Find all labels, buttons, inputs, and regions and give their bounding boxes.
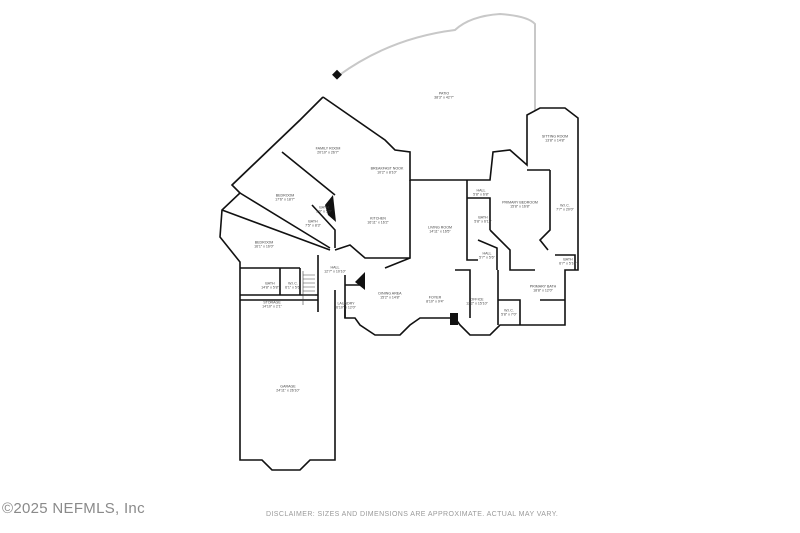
room-name: BATH <box>265 281 275 286</box>
room-name: BEDROOM <box>254 240 274 245</box>
room-dims: 14'8" x 5'8" <box>261 286 279 290</box>
room-name: W.I.C. <box>288 281 298 286</box>
column <box>355 272 365 290</box>
room-name: SITTING ROOM <box>541 134 569 139</box>
exterior-wall <box>219 96 336 471</box>
room-name: W.I.C. <box>560 203 570 208</box>
column <box>450 313 458 325</box>
room-dims: 6'10" x 12'0" <box>336 306 356 310</box>
room-dims: 15'2" x 14'8" <box>380 296 400 300</box>
room-name: DINING AREA <box>378 291 402 296</box>
room-name: HALL <box>482 251 492 256</box>
room-label-wic-2: W.I.C.7'7" x 20'0" <box>556 204 574 213</box>
room-name: KITCHEN <box>370 216 386 221</box>
patio-outline <box>337 12 536 110</box>
disclaimer-text: DISCLAIMER: SIZES AND DIMENSIONS ARE APP… <box>266 511 559 518</box>
room-name: BATH <box>563 257 573 262</box>
room-dims: 5'8" x 6'8" <box>473 193 489 197</box>
room-dims: 15'8" x 16'8" <box>510 205 530 209</box>
room-name: FOYER <box>428 295 442 300</box>
room-name: W.I.C. <box>504 308 514 313</box>
room-name: PATIO <box>438 91 450 96</box>
room-name: OFFICE <box>470 297 484 302</box>
room-name: FAMILY ROOM <box>315 146 341 151</box>
room-name: GARAGE <box>280 384 296 389</box>
room-dims: 7'5" x 8'3" <box>305 224 321 228</box>
room-name: BATH <box>319 205 329 210</box>
room-dims: 6'7" x 5'10" <box>559 262 577 266</box>
room-dims: 16'1" x 16'0" <box>254 245 274 249</box>
room-name: HALL <box>330 265 340 270</box>
room-dims: 14'10" x 2'1" <box>262 305 282 309</box>
room-dims: 12'2" x 15'10" <box>466 302 488 306</box>
interior-wall <box>221 151 336 251</box>
room-dims: 5'0" x 5'0" <box>316 210 332 214</box>
interior-wall <box>334 180 411 318</box>
room-name: LIVING ROOM <box>428 225 452 230</box>
room-label-wic-3: W.I.C.5'8" x 7'0" <box>501 309 517 318</box>
column <box>332 69 342 80</box>
room-name: PRIMARY BEDROOM <box>502 200 538 205</box>
room-dims: 20'10" x 26'7" <box>317 151 339 155</box>
stairs <box>302 271 315 305</box>
room-dims: 5'8" x 7'0" <box>501 313 517 317</box>
room-name: BATH <box>308 219 318 224</box>
room-dims: 5'8" x 6'11" <box>474 220 492 224</box>
room-dims: 6'1" x 5'6" <box>285 286 301 290</box>
room-name: BEDROOM <box>275 193 295 198</box>
room-dims: 12'7" x 10'10" <box>324 270 346 274</box>
room-dims: 14'11" x 16'5" <box>429 230 451 234</box>
room-label-wic-1: W.I.C.6'1" x 5'6" <box>285 282 301 291</box>
room-dims: 17'6" x 18'7" <box>275 198 295 202</box>
room-dims: 18'8" x 12'0" <box>533 289 553 293</box>
room-name: BREAKFAST NOOK <box>370 166 404 171</box>
room-dims: 8'10" x 9'4" <box>426 300 444 304</box>
room-dims: 24'11" x 26'10" <box>276 389 300 393</box>
room-name: STORAGE <box>263 300 281 305</box>
room-name: PRIMARY BATH <box>529 284 557 289</box>
room-name: LAUNDRY <box>337 301 355 306</box>
room-name: BATH <box>478 215 488 220</box>
room-dims: 10'2" x 8'10" <box>377 171 397 175</box>
interior-wall <box>455 180 535 318</box>
interior-wall <box>240 255 319 312</box>
exterior-wall <box>322 96 579 336</box>
room-dims: 13'8" x 14'8" <box>545 139 565 143</box>
fireplace <box>325 195 336 222</box>
copyright-watermark: ©2025 NEFMLS, Inc <box>2 500 145 517</box>
room-name: HALL <box>476 188 486 193</box>
room-dims: 7'7" x 20'0" <box>556 208 574 212</box>
room-dims: 38'3" x 42'7" <box>434 96 454 100</box>
room-dims: 16'11" x 16'2" <box>367 221 389 225</box>
room-dims: 5'7" x 5'6" <box>479 256 495 260</box>
interior-wall <box>497 169 576 325</box>
